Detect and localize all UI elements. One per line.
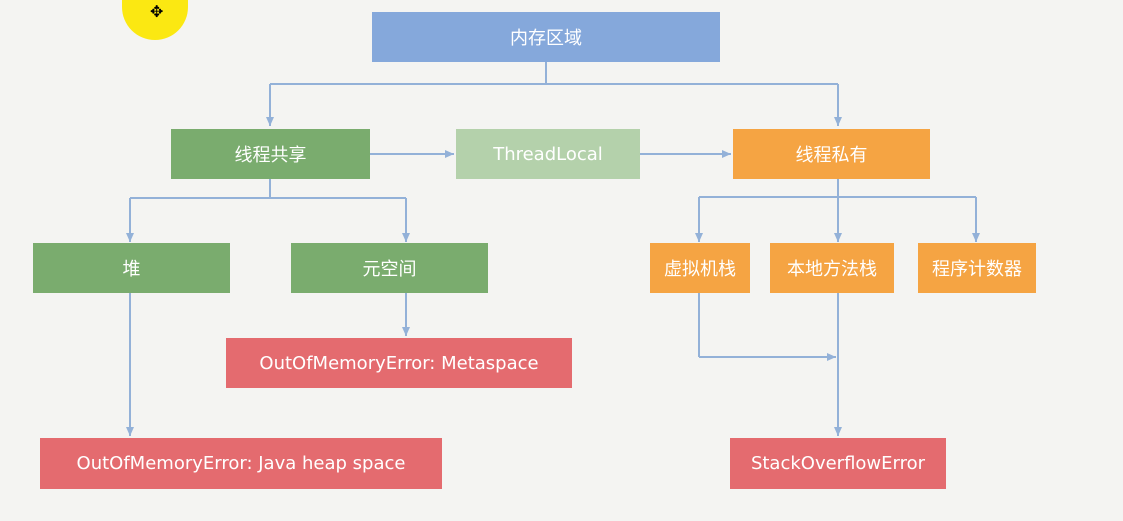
threadlocal-node: ThreadLocal	[456, 129, 640, 179]
root-node: 内存区域	[372, 12, 720, 62]
program-counter-node: 程序计数器	[918, 243, 1036, 293]
vm-stack-node: 虚拟机栈	[650, 243, 750, 293]
heap-node: 堆	[33, 243, 230, 293]
stack-overflow-node: StackOverflowError	[730, 438, 946, 489]
oom-metaspace-node: OutOfMemoryError: Metaspace	[226, 338, 572, 388]
metaspace-node: 元空间	[291, 243, 488, 293]
thread-private-node: 线程私有	[733, 129, 930, 179]
native-method-stack-node: 本地方法栈	[770, 243, 894, 293]
oom-heap-node: OutOfMemoryError: Java heap space	[40, 438, 442, 489]
thread-shared-node: 线程共享	[171, 129, 370, 179]
move-cursor-icon: ✥	[150, 2, 164, 21]
